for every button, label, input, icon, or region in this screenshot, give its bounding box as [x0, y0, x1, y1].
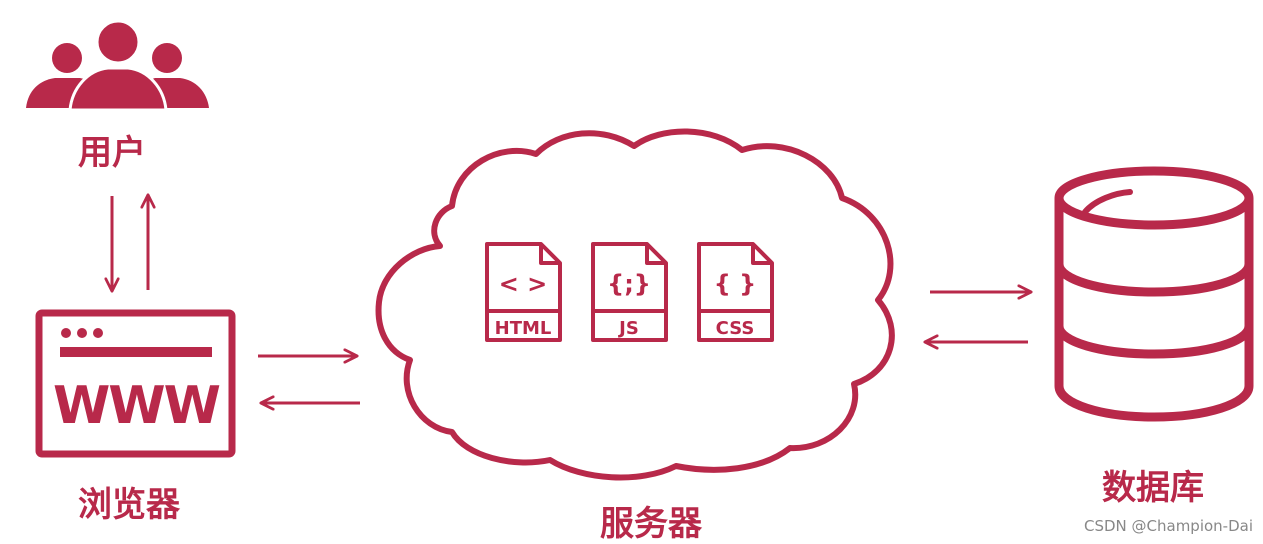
- js-file-icon: {;} JS: [591, 242, 668, 342]
- database-cylinder-icon: [1054, 166, 1254, 422]
- watermark: CSDN @Champion-Dai: [1083, 517, 1253, 535]
- css-file-symbol: { }: [714, 270, 757, 298]
- database-label: 数据库: [1102, 468, 1204, 508]
- js-file-name: JS: [617, 318, 639, 339]
- user-browser-arrows: [112, 196, 148, 290]
- css-file-icon: { } CSS: [697, 242, 774, 342]
- browser-label: 浏览器: [78, 485, 180, 525]
- browser-screen-text: WWW: [53, 376, 220, 436]
- html-file-icon: < > HTML: [485, 242, 562, 342]
- css-file-name: CSS: [716, 318, 755, 339]
- browser-window-icon: WWW: [35, 309, 236, 458]
- cloud-icon: [375, 128, 895, 481]
- browser-server-arrows: [258, 356, 360, 403]
- server-database-arrows: [926, 292, 1030, 342]
- js-file-symbol: {;}: [607, 270, 651, 298]
- users-group-icon: [26, 19, 209, 112]
- users-label: 用户: [78, 133, 146, 173]
- html-file-name: HTML: [495, 318, 552, 339]
- server-label: 服务器: [600, 504, 702, 544]
- html-file-symbol: < >: [499, 270, 548, 298]
